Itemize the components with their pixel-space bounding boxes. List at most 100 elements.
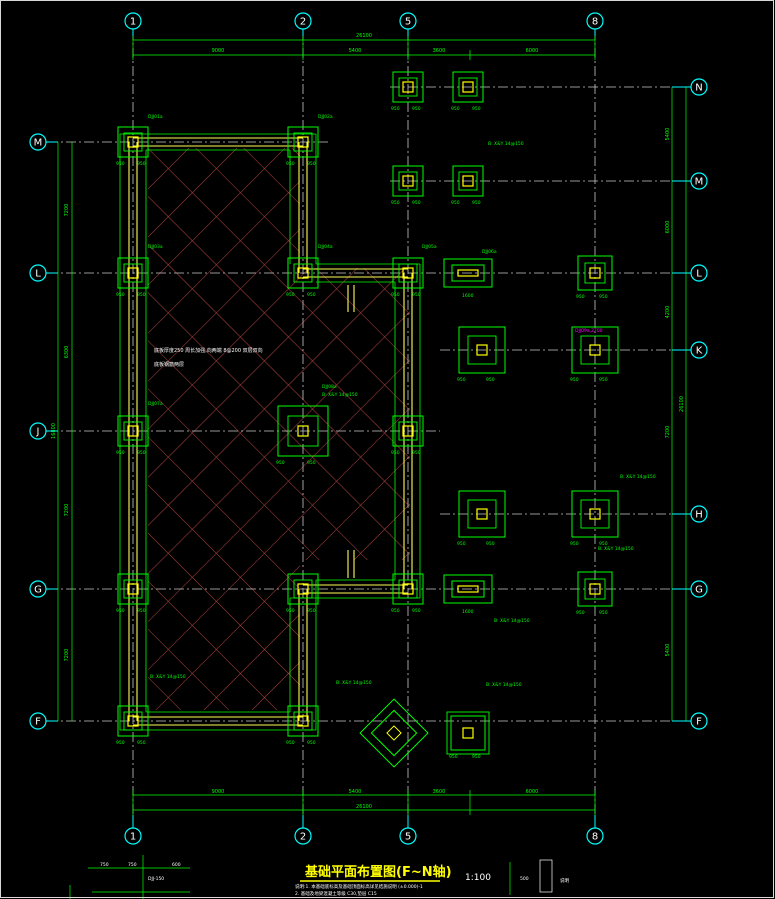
axis-bubble-right-2-label: L bbox=[696, 269, 702, 280]
footing-8-g-dim-2: 950 bbox=[599, 610, 608, 616]
axis-bubble-left-3-label: G bbox=[34, 585, 42, 596]
axis-bubble-top-0: 1 bbox=[124, 12, 142, 30]
footing-8-k-dim-2: 950 bbox=[599, 377, 608, 383]
footing-2-g-column bbox=[297, 583, 309, 595]
axis-bubble-left-3: G bbox=[29, 580, 47, 598]
footing-1-f-outer bbox=[117, 705, 149, 737]
footing-1-f-dim-1: 950 bbox=[116, 740, 125, 746]
footing-6-k-dim-2: 950 bbox=[486, 377, 495, 383]
footing-2-l-outer bbox=[287, 257, 319, 289]
footing-1-g-inner bbox=[123, 579, 143, 599]
footing-5-n-dim-1: 950 bbox=[391, 106, 400, 112]
axis-bubble-top-0-label: 1 bbox=[130, 17, 136, 28]
footing-8-k-dim-1: 950 bbox=[570, 377, 579, 383]
footing-6-h-inner bbox=[467, 499, 497, 529]
axis-bubble-right-5: G bbox=[690, 580, 708, 598]
footing-5-l-column bbox=[402, 267, 414, 279]
footing-8-l-outer bbox=[577, 255, 613, 291]
axis-bubble-left-0-label: M bbox=[34, 138, 43, 149]
footing-5-n-outer bbox=[392, 71, 424, 103]
footing-1-g-outer bbox=[117, 573, 149, 605]
footing-2-f-dim-1: 950 bbox=[286, 740, 295, 746]
footing-8-h-column bbox=[589, 508, 601, 520]
legend-tag: DJJ-150 bbox=[148, 876, 164, 882]
footing-5-l-inner bbox=[398, 263, 418, 283]
axis-bubble-left-2: J bbox=[29, 422, 47, 440]
footing-2-l-dim-1: 950 bbox=[286, 292, 295, 298]
footing-6-f-column bbox=[462, 727, 474, 739]
footing-1-j-outer bbox=[117, 415, 149, 447]
callout-footing-j1: DJJ01a bbox=[148, 114, 163, 120]
footing-2-f-outer bbox=[287, 705, 319, 737]
footing-2-j-column bbox=[297, 425, 309, 437]
axis-bubble-bottom-3: 8 bbox=[586, 827, 604, 845]
footing-8-l-dim-2: 950 bbox=[599, 294, 608, 300]
drawing-scale: 1:100 bbox=[465, 873, 491, 883]
footing-rotated-outer bbox=[359, 698, 429, 768]
axis-leaders bbox=[46, 29, 691, 828]
footing-2-g-dim-1: 950 bbox=[286, 608, 295, 614]
footing-8-g-column bbox=[589, 583, 601, 595]
footing-6-n-column bbox=[462, 81, 474, 93]
footing-strip-g: 1600 bbox=[443, 574, 493, 615]
footing-8-g-dim-1: 950 bbox=[576, 610, 585, 616]
dim-left-bay-2: 6300 bbox=[64, 346, 70, 359]
axis-bubble-top-2-label: 5 bbox=[405, 17, 411, 28]
footing-2-m-outer bbox=[287, 126, 319, 158]
footing-5-g-inner bbox=[398, 579, 418, 599]
dim-top-bay-2: 5400 bbox=[349, 48, 362, 54]
callout-rebar-note-g: B: X&Y 14@150 bbox=[598, 546, 634, 552]
footing-1-j-dim-2: 950 bbox=[137, 450, 146, 456]
footing-6-h-dim-2: 950 bbox=[486, 541, 495, 547]
footing-1-f: 950 950 bbox=[116, 705, 149, 746]
footing-5-j-dim-1: 950 bbox=[391, 450, 400, 456]
footing-1-f-dim-2: 950 bbox=[137, 740, 146, 746]
footing-6-f-outer bbox=[450, 715, 486, 751]
beam-edges bbox=[119, 133, 421, 731]
footing-rotated-inner bbox=[370, 709, 418, 757]
footing-6-mr-dim-1: 950 bbox=[451, 200, 460, 206]
footing-6-h-column bbox=[476, 508, 488, 520]
callout-rebar-note: B: X&Y 14@150 bbox=[322, 392, 358, 398]
axis-bubble-right-0: N bbox=[690, 78, 708, 96]
footing-2-j-outer bbox=[277, 405, 329, 457]
footing-5-g-dim-1: 950 bbox=[391, 608, 400, 614]
axis-bubble-right-2: L bbox=[690, 264, 708, 282]
legend-dim-2: 750 bbox=[128, 862, 137, 868]
footing-2-g-outer bbox=[287, 573, 319, 605]
callout-rebar-note-n: B: X&Y 14@150 bbox=[488, 141, 524, 147]
footing-5-g-dim-2: 950 bbox=[412, 608, 421, 614]
footing-6-k-inner bbox=[467, 335, 497, 365]
footing-1-l-outer bbox=[117, 257, 149, 289]
footing-2-m-dim-2: 950 bbox=[307, 161, 316, 167]
footing-2-l-column bbox=[297, 267, 309, 279]
legend-block bbox=[69, 855, 553, 899]
footing-5-l-outer bbox=[392, 257, 424, 289]
footing-strip-g-outer bbox=[443, 574, 493, 604]
title-block: 基础平面布置图(F~N轴) 1:100 bbox=[300, 864, 491, 883]
axis-bubble-left-2-label: J bbox=[36, 427, 40, 438]
axis-bubble-left-1-label: L bbox=[35, 269, 41, 280]
axis-bubble-right-3-label: K bbox=[696, 346, 703, 357]
axis-bubble-bottom-1-label: 2 bbox=[300, 832, 306, 843]
footing-1-g-dim-1: 950 bbox=[116, 608, 125, 614]
footing-5-mr-inner bbox=[398, 171, 418, 191]
footing-5-g: 950 950 bbox=[391, 573, 424, 614]
axis-bubble-left-4-label: F bbox=[35, 717, 41, 728]
dim-right-bay-2: 6000 bbox=[665, 221, 671, 234]
footing-2-m-dim-1: 950 bbox=[286, 161, 295, 167]
footing-2-g-dim-2: 950 bbox=[307, 608, 316, 614]
